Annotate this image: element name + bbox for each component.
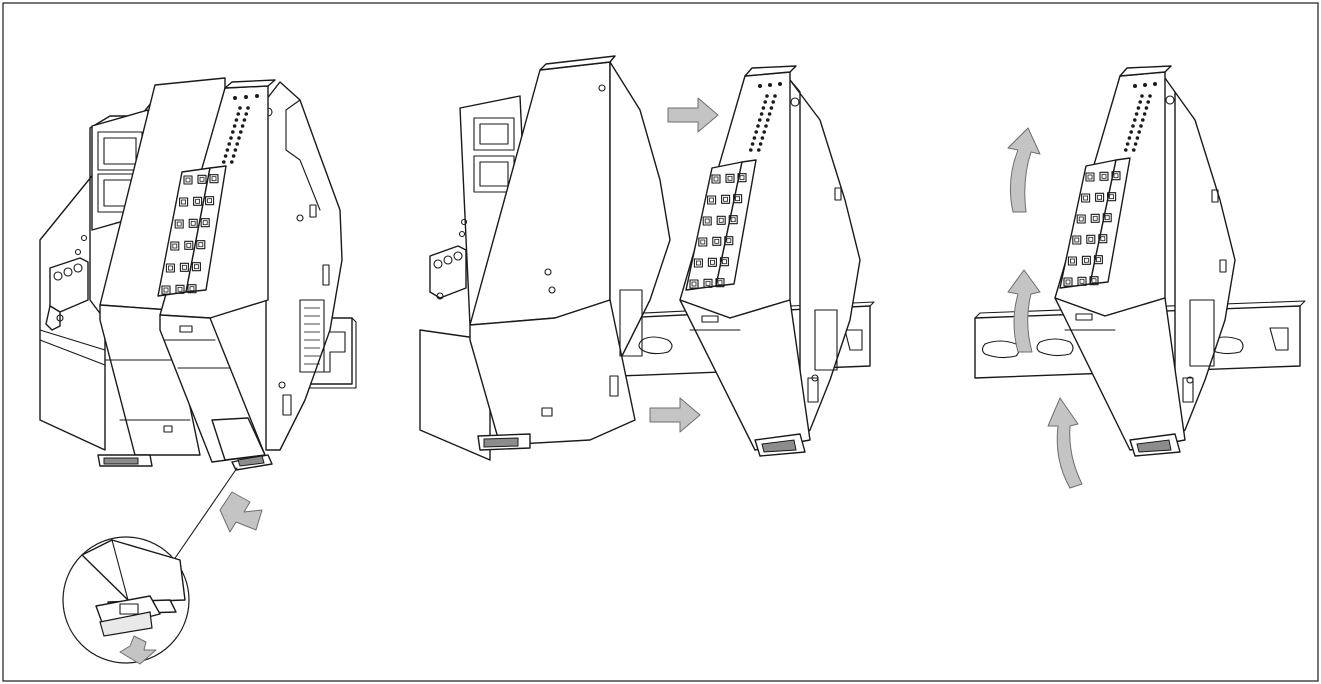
led-dot [756,124,760,128]
led-dot [236,112,240,116]
led-dot [233,148,238,152]
panel-1-module-stack [39,77,357,664]
led-dot [750,142,755,146]
led-dot [752,136,757,140]
led-dot [1146,100,1150,104]
led-dot [227,142,231,146]
led-dot [231,130,235,134]
led-dot [244,112,248,116]
led-dot [758,118,762,122]
led-dot [1133,118,1137,122]
led-dot [1124,148,1128,152]
panel-3-lift-off-rail [974,65,1306,489]
led-dot [1141,118,1145,122]
led-dot [1129,130,1133,134]
led-dot [1148,94,1152,98]
led-dot [773,94,777,98]
led-dot [760,136,765,140]
led-dot [766,118,770,122]
led-dot [1131,124,1135,128]
led-dot [229,136,233,140]
led-dot [234,118,239,122]
led-dot [232,124,237,128]
plug-connector-1 [45,257,89,331]
led-dot [769,106,774,110]
panel-2-slide-apart [419,55,875,461]
arrow-right-icon [649,397,701,433]
led-indicators-1 [233,94,259,100]
led-indicators-3 [1133,82,1157,88]
led-dot [235,142,239,146]
led-indicators-2 [758,82,782,88]
curved-arrow-up-icon [1007,127,1041,213]
led-dot [764,124,768,128]
led-dot [222,160,226,164]
led-dot [758,142,763,146]
led-dot [1137,130,1141,134]
led-dot [757,148,761,152]
zoom-callout-circle [62,536,190,664]
led-dot [240,124,245,128]
plug-connector-2 [429,245,467,300]
led-dot [1133,142,1138,146]
led-dot [754,130,758,134]
led-dot [762,130,766,134]
arrow-down-icon [119,635,157,665]
led-dot [242,118,247,122]
led-dot [767,112,772,116]
led-dot [761,106,766,110]
led-dot [1144,106,1149,110]
led-dot [225,148,230,152]
led-dot [771,100,775,104]
led-dot [759,112,764,116]
led-dot [237,136,241,140]
led-dot [238,106,242,110]
led-dot [231,154,236,158]
arrow-down-icon [219,491,263,533]
led-dot [749,148,753,152]
led-dot [1127,136,1132,140]
led-dot [1139,124,1143,128]
curved-arrow-up-icon [1007,269,1041,353]
led-dot [1125,142,1130,146]
led-dot [1136,106,1141,110]
led-dot [239,130,243,134]
led-dot [1135,136,1140,140]
led-dot [765,94,769,98]
curved-arrow-up-icon [1047,397,1083,489]
led-dot [1142,112,1147,116]
led-dot [246,106,250,110]
arrow-right-icon [667,97,719,133]
led-dot [763,100,767,104]
led-dot [1140,94,1144,98]
led-dot [1138,100,1142,104]
led-dot [1134,112,1139,116]
led-dot [223,154,228,158]
led-dot [230,160,234,164]
led-dot [1132,148,1136,152]
terminal-strip-2 [685,159,757,291]
